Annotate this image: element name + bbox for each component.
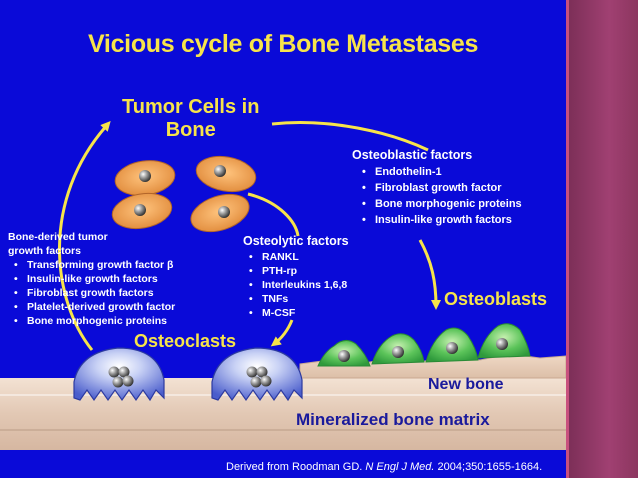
list-item: Platelet-derived growth factor xyxy=(12,300,175,314)
list-item: M-CSF xyxy=(247,306,347,320)
list-item: Fibroblast growth factor xyxy=(360,180,522,196)
tumor-cells-label-line2: Bone xyxy=(165,119,216,141)
slide: Vicious cycle of Bone Metastases Tumor C… xyxy=(0,0,566,478)
osteoblastic-factors-title: Osteoblastic factors xyxy=(352,148,473,162)
tumor-cells-label: Tumor Cells in Bone xyxy=(122,96,259,142)
citation: Derived from Roodman GD. N Engl J Med. 2… xyxy=(226,461,542,473)
osteoclast-cell-1 xyxy=(73,347,165,402)
mineralized-matrix-label: Mineralized bone matrix xyxy=(296,410,490,429)
list-item: Interleukins 1,6,8 xyxy=(247,278,347,292)
slide-title: Vicious cycle of Bone Metastases xyxy=(88,30,479,58)
bone-derived-factors-list: Transforming growth factor β Insulin-lik… xyxy=(12,258,175,328)
osteolytic-factors-title: Osteolytic factors xyxy=(243,234,349,248)
list-item: Fibroblast growth factors xyxy=(12,286,175,300)
diagram-graphics xyxy=(0,121,566,450)
side-strip-highlight xyxy=(566,0,569,478)
list-item: Transforming growth factor β xyxy=(12,258,175,272)
list-item: Bone morphogenic proteins xyxy=(12,314,175,328)
tumor-cells xyxy=(111,155,257,233)
osteoblast-cells xyxy=(317,323,531,367)
citation-prefix: Derived from Roodman GD. xyxy=(226,461,366,473)
list-item: Insulin-like growth factors xyxy=(360,212,522,228)
arrow-tumor-to-osteoblastic xyxy=(271,121,429,152)
osteoclast-cell-2 xyxy=(211,347,303,402)
bone-derived-title-line2: growth factors xyxy=(8,245,81,257)
new-bone-label: New bone xyxy=(428,376,504,393)
bone-derived-title-line1: Bone-derived tumor xyxy=(8,231,108,243)
citation-suffix: 2004;350:1655-1664. xyxy=(434,461,543,473)
list-item: Endothelin-1 xyxy=(360,164,522,180)
arrow-osteoclasts-to-tumor xyxy=(58,121,111,351)
list-item: Bone morphogenic proteins xyxy=(360,196,522,212)
list-item: Insulin-like growth factors xyxy=(12,272,175,286)
bone-derived-factors-title: Bone-derived tumor growth factors xyxy=(8,230,108,258)
side-decoration-strip xyxy=(566,0,638,478)
tumor-cells-label-line1: Tumor Cells in xyxy=(122,96,260,118)
osteoblasts-label: Osteoblasts xyxy=(444,289,548,309)
list-item: PTH-rp xyxy=(247,264,347,278)
list-item: RANKL xyxy=(247,250,347,264)
osteolytic-factors-list: RANKL PTH-rp Interleukins 1,6,8 TNFs M-C… xyxy=(247,250,347,320)
arrow-tumor-to-osteolytic xyxy=(247,192,300,237)
arrow-to-osteoblasts xyxy=(418,239,441,310)
citation-journal: N Engl J Med. xyxy=(365,461,435,473)
osteoclasts-label: Osteoclasts xyxy=(134,331,237,351)
list-item: TNFs xyxy=(247,292,347,306)
arrow-to-osteoclasts xyxy=(270,319,294,347)
osteoblastic-factors-list: Endothelin-1 Fibroblast growth factor Bo… xyxy=(360,164,522,228)
